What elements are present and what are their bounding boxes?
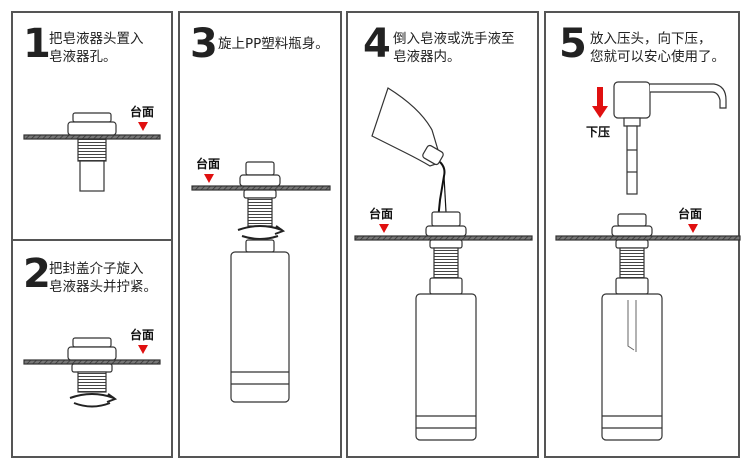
step-4-drawing: [354, 87, 533, 441]
step-5-counter-label: 台面: [678, 207, 703, 221]
step-3-counter-marker-icon: [204, 174, 214, 183]
step-1-counter-marker-icon: [138, 122, 148, 131]
step-3-panel: [178, 11, 342, 458]
step-3-text: 旋上PP塑料瓶身。: [218, 36, 329, 52]
step-5-press-label: 下压: [586, 125, 611, 139]
step-2-counter-marker-icon: [138, 345, 148, 354]
step-5-number: 5: [559, 21, 587, 67]
step-3-counter-label: 台面: [196, 157, 221, 171]
step-2-counter-label: 台面: [130, 328, 155, 342]
step-2-number: 2: [23, 251, 51, 297]
step-2-drawing: [23, 337, 161, 408]
step-1-number: 1: [23, 21, 51, 67]
step-3-drawing: [191, 161, 331, 403]
step-4-number: 4: [363, 21, 391, 67]
step-4-counter-label: 台面: [369, 207, 394, 221]
step-4-text: 倒入皂液或洗手液至 皂液器内。: [393, 31, 515, 65]
step-2-text: 把封盖介子旋入 皂液器头并拧紧。: [49, 261, 157, 295]
step-5-counter-marker-icon: [688, 224, 698, 233]
step-3-number: 3: [190, 21, 218, 67]
step-4-counter-marker-icon: [379, 224, 389, 233]
step-1-drawing: [23, 112, 161, 192]
step-1-counter-label: 台面: [130, 105, 155, 119]
step-1-text: 把皂液器头置入 皂液器孔。: [49, 31, 144, 65]
step-5-text: 放入压头，向下压， 您就可以安心使用了。: [590, 31, 725, 65]
step-5-drawing: [555, 81, 741, 441]
